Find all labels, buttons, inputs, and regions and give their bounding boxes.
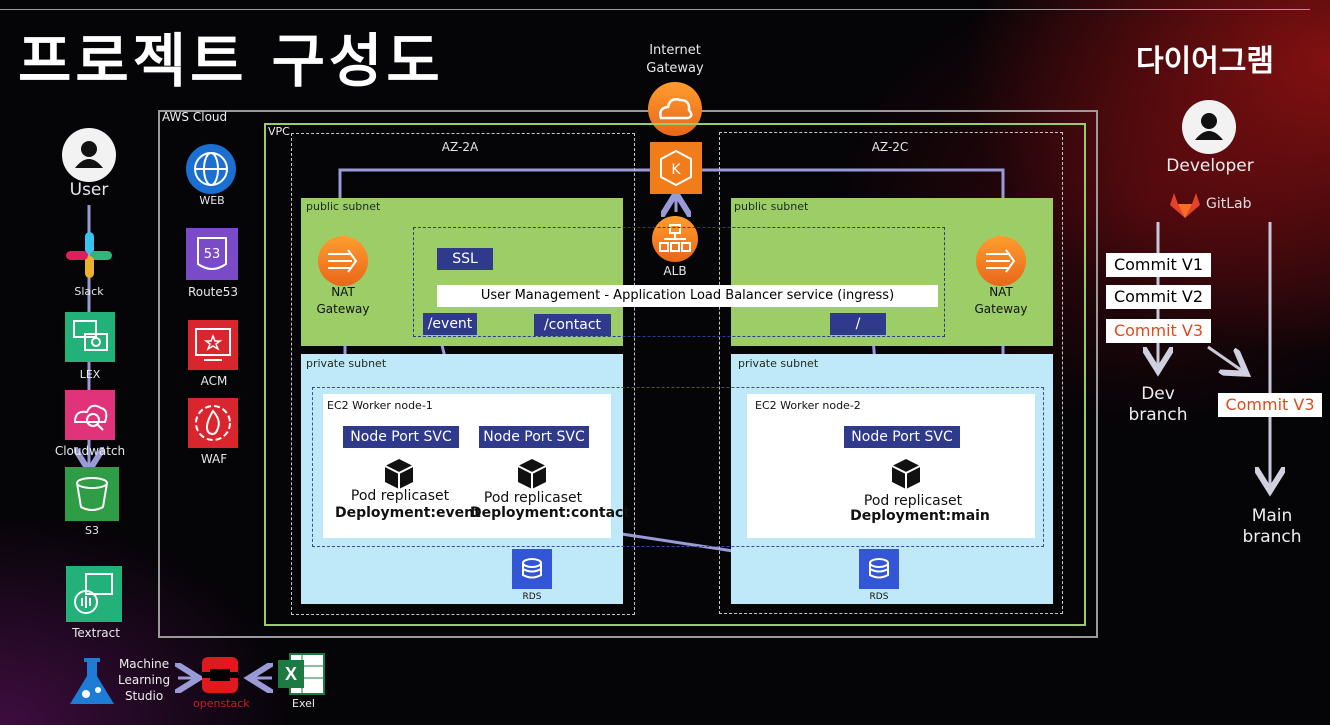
ml-studio-icon	[66, 654, 118, 710]
main-branch-label: Main branch	[1242, 506, 1302, 547]
pod-main-replicaset: Pod replicaset	[863, 493, 963, 509]
commit-v1: Commit V1	[1106, 253, 1211, 277]
textract-icon	[66, 566, 122, 622]
deployment-main: Deployment:main	[850, 508, 990, 524]
user-icon	[75, 141, 103, 168]
svg-text:X: X	[285, 664, 297, 684]
openstack-label: openstack	[193, 697, 250, 710]
alb-label: ALB	[663, 264, 687, 278]
internet-gateway-icon	[648, 82, 702, 136]
az-c-label: AZ-2C	[871, 140, 909, 154]
svg-text:K: K	[671, 162, 681, 178]
ml-studio-label: Machine Learning Studio	[118, 657, 171, 703]
worker-node-1	[323, 394, 611, 538]
nat-gateway-a-label: NAT Gateway	[316, 285, 370, 316]
developer-icon	[1195, 113, 1223, 140]
ssl-badge: SSL	[437, 248, 493, 270]
slack-icon	[62, 228, 116, 282]
page-title: 프로젝트 구성도	[18, 27, 444, 95]
vpc-label: VPC	[268, 125, 290, 138]
slack-label: Slack	[74, 285, 104, 298]
route-event: /event	[423, 313, 477, 335]
worker-node-2-label: EC2 Worker node-2	[755, 399, 861, 412]
route53-icon: 53	[186, 228, 238, 280]
vpc-boundary	[264, 123, 1086, 626]
acm-label: ACM	[200, 374, 228, 388]
az-c-boundary	[719, 132, 1063, 614]
developer-label: Developer	[1166, 156, 1254, 176]
commit-v3-dev: Commit V3	[1106, 319, 1211, 343]
worker-node-2	[747, 394, 1035, 538]
pod-event-icon	[382, 456, 416, 492]
cloudwatch-label: Cloudwatch	[54, 444, 126, 458]
internet-gateway-label: Internet Gateway	[646, 43, 704, 76]
nat-gateway-a-icon	[318, 236, 368, 286]
waf-icon	[188, 398, 238, 448]
ingress-label: User Management - Application Load Balan…	[437, 285, 938, 307]
user-label: User	[69, 180, 109, 200]
excel-icon: X	[276, 650, 328, 698]
openstack-icon	[200, 655, 240, 695]
pod-event-replicaset: Pod replicaset	[350, 488, 450, 504]
aws-cloud-boundary	[158, 110, 1098, 638]
public-subnet-a-label: public subnet	[306, 200, 381, 213]
worker-group-boundary	[312, 387, 1044, 547]
developer-avatar	[1182, 100, 1236, 154]
private-subnet-a-label: private subnet	[306, 357, 387, 370]
commit-v3-main: Commit V3	[1218, 393, 1322, 417]
rds-a-label: RDS	[522, 592, 542, 602]
private-subnet-c-label: private subnet	[738, 357, 819, 370]
worker-node-1-label: EC2 Worker node-1	[327, 399, 433, 412]
web-icon	[186, 144, 236, 194]
nat-gateway-c-icon	[976, 236, 1026, 286]
node-port-svc-main: Node Port SVC	[844, 426, 960, 448]
rds-c-icon	[859, 549, 899, 589]
deployment-event: Deployment:event	[335, 505, 481, 521]
gitlab-label: GitLab	[1206, 196, 1252, 212]
node-port-svc-contact: Node Port SVC	[479, 426, 589, 448]
aws-cloud-label: AWS Cloud	[162, 110, 228, 124]
ingress-boundary	[413, 227, 945, 337]
route-contact: /contact	[534, 314, 611, 336]
node-port-svc-event: Node Port SVC	[343, 426, 459, 448]
pod-contact-icon	[515, 456, 549, 492]
az-a-boundary	[291, 133, 635, 615]
waf-label: WAF	[200, 452, 228, 466]
alb-icon	[652, 216, 698, 262]
nat-gateway-c-label: NAT Gateway	[974, 285, 1028, 316]
commit-v2: Commit V2	[1106, 285, 1211, 309]
svg-text:53: 53	[204, 247, 221, 262]
web-label: WEB	[199, 194, 225, 207]
title-divider	[0, 9, 1310, 10]
route53-label: Route53	[187, 285, 239, 299]
cloudwatch-icon	[65, 390, 115, 440]
s3-label: S3	[85, 524, 99, 537]
user-avatar	[62, 128, 116, 182]
gitlab-icon	[1168, 190, 1202, 220]
acm-icon	[188, 320, 238, 370]
eks-icon: K	[650, 142, 702, 194]
pod-main-icon	[889, 456, 923, 492]
deployment-contact: Deployment:contact	[470, 505, 631, 521]
excel-label: Exel	[292, 697, 315, 710]
dev-branch-label: Dev branch	[1128, 384, 1188, 425]
az-a-label: AZ-2A	[441, 140, 479, 154]
pod-contact-replicaset: Pod replicaset	[483, 490, 583, 506]
page-subtitle: 다이어그램	[1136, 44, 1274, 79]
s3-icon	[65, 467, 119, 521]
route-root: /	[830, 313, 886, 335]
public-subnet-c-label: public subnet	[734, 200, 809, 213]
rds-a-icon	[512, 549, 552, 589]
lex-icon	[65, 312, 115, 362]
lex-label: LEX	[79, 368, 101, 381]
textract-label: Textract	[72, 626, 120, 640]
rds-c-label: RDS	[869, 592, 889, 602]
